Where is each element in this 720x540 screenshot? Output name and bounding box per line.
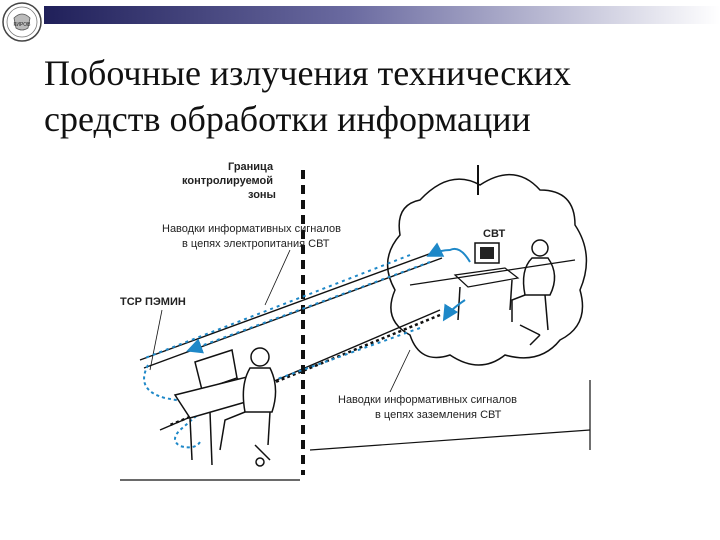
power-label-line2: в цепях электропитания СВТ (182, 238, 330, 250)
svt-signal-squiggle (426, 242, 471, 263)
svt-computer-icon (453, 242, 520, 321)
power-signal-line-2 (186, 261, 431, 354)
power-label-leader (264, 249, 291, 306)
pemin-diagram: Граница контролируемой зоны Наводки инфо… (120, 161, 591, 481)
boundary-label-line3: зоны (248, 189, 276, 201)
svt-room-outline (386, 173, 588, 366)
logo-emblem-icon: КИРОВ (2, 2, 42, 42)
page-title: Побочные излучения технических средств о… (44, 50, 704, 142)
boundary-label-line1: Граница (228, 161, 274, 173)
boundary-label-line2: контролируемой (182, 175, 273, 187)
power-label-line1: Наводки информативных сигналов (162, 223, 341, 235)
title-line-1: Побочные излучения технических (44, 53, 572, 93)
svt-user-icon (511, 239, 556, 346)
power-signal-line-1 (144, 254, 411, 359)
svt-ground-signal (442, 299, 466, 322)
tsr-label-leader (149, 309, 163, 371)
title-bar-decoration (44, 6, 720, 24)
svt-room-rail (409, 259, 576, 286)
floor-line-right (309, 429, 591, 451)
tsr-signal-path (143, 364, 216, 449)
tsr-label: ТСР ПЭМИН (120, 296, 186, 308)
logo-text: КИРОВ (14, 22, 32, 28)
tsr-operator-icon (219, 347, 277, 467)
ground-label-line1: Наводки информативных сигналов (338, 394, 517, 406)
svt-label: СВТ (483, 228, 505, 240)
ground-label-leader (389, 349, 411, 393)
title-line-2: средств обработки информации (44, 99, 531, 139)
ground-label-line2: в цепях заземления СВТ (375, 409, 502, 421)
